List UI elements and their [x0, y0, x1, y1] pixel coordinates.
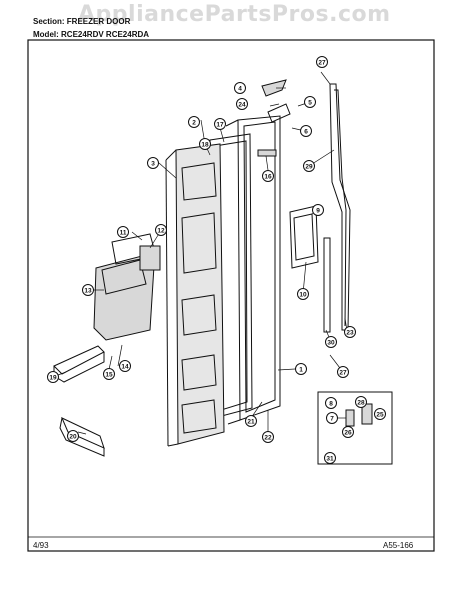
- svg-text:14: 14: [121, 364, 129, 371]
- door-handle: [323, 237, 331, 333]
- callout-group: 1 2 3 4 5 6 9 10 11 12 13 14 15 16 17 18…: [47, 56, 386, 464]
- svg-text:19: 19: [49, 375, 57, 382]
- callout-21: 21: [245, 415, 257, 427]
- model-label: Model:: [33, 30, 59, 39]
- section-value: FREEZER DOOR: [66, 17, 131, 26]
- svg-text:30: 30: [327, 340, 335, 347]
- callout-23: 23: [344, 326, 356, 338]
- ice-chute-cover: [139, 245, 161, 271]
- callout-5: 5: [304, 96, 316, 108]
- callout-3: 3: [147, 157, 159, 169]
- footer-code: A55-166: [383, 541, 414, 550]
- svg-text:16: 16: [264, 174, 272, 181]
- svg-text:21: 21: [247, 419, 255, 426]
- svg-text:12: 12: [157, 228, 165, 235]
- callout-28: 28: [355, 396, 367, 408]
- model-line: Model: RCE24RDV RCE24RDA: [33, 30, 149, 39]
- liner-shelf-5: [181, 399, 217, 434]
- door-outer-panel-inner-edge: [243, 121, 276, 413]
- svg-text:26: 26: [344, 430, 352, 437]
- liner-shelf-1: [181, 162, 217, 201]
- section-line: Section: FREEZER DOOR: [33, 17, 130, 26]
- callout-1: 1: [295, 363, 307, 375]
- footer-date: 4/93: [33, 541, 49, 550]
- svg-text:20: 20: [69, 434, 77, 441]
- liner-shelf-3: [181, 294, 217, 336]
- svg-text:27: 27: [318, 60, 326, 67]
- svg-text:23: 23: [346, 330, 354, 337]
- svg-text:15: 15: [105, 372, 113, 379]
- callout-17: 17: [214, 118, 226, 130]
- handle-trim: [329, 83, 351, 331]
- callout-13: 13: [82, 284, 94, 296]
- callout-27b: 27: [337, 366, 349, 378]
- svg-text:22: 22: [264, 435, 272, 442]
- svg-text:7: 7: [330, 416, 334, 423]
- callout-24: 24: [236, 98, 248, 110]
- callout-11: 11: [117, 226, 129, 238]
- hinge-pin-block: [257, 149, 277, 157]
- svg-text:8: 8: [329, 401, 333, 408]
- callout-19: 19: [47, 371, 59, 383]
- callout-31: 31: [324, 452, 336, 464]
- svg-text:28: 28: [357, 400, 365, 407]
- svg-text:18: 18: [201, 142, 209, 149]
- door-outer-panel: [237, 115, 281, 421]
- callout-27a: 27: [316, 56, 328, 68]
- section-label: Section:: [33, 17, 65, 26]
- svg-text:29: 29: [305, 164, 313, 171]
- model-value: RCE24RDV RCE24RDA: [61, 30, 150, 39]
- callout-18: 18: [199, 138, 211, 150]
- callout-14: 14: [119, 360, 131, 372]
- svg-text:24: 24: [238, 102, 246, 109]
- callout-6: 6: [300, 125, 312, 137]
- callout-22: 22: [262, 431, 274, 443]
- svg-text:6: 6: [304, 129, 308, 136]
- svg-text:5: 5: [308, 100, 312, 107]
- callout-8a: 8: [325, 397, 337, 409]
- svg-text:9: 9: [316, 208, 320, 215]
- callout-12: 12: [155, 224, 167, 236]
- top-hinge-cap: [261, 79, 287, 97]
- detail-hinge: [361, 403, 373, 425]
- callout-20: 20: [67, 430, 79, 442]
- callout-15: 15: [103, 368, 115, 380]
- hinge-bracket: [289, 205, 319, 269]
- hinge-detail-inset: [317, 391, 393, 465]
- callout-25: 25: [374, 408, 386, 420]
- liner-shelf-2: [181, 212, 217, 274]
- svg-text:2: 2: [192, 120, 196, 127]
- hinge-plate: [267, 103, 291, 123]
- svg-text:10: 10: [299, 292, 307, 299]
- callout-4: 4: [234, 82, 246, 94]
- watermark: AppliancePartsPros.com: [78, 2, 391, 27]
- callout-26: 26: [342, 426, 354, 438]
- callout-29: 29: [303, 160, 315, 172]
- callout-30: 30: [325, 336, 337, 348]
- door-shelf-bin: [53, 345, 105, 375]
- svg-text:17: 17: [216, 122, 224, 129]
- svg-text:31: 31: [326, 456, 334, 463]
- dispenser-top: [101, 259, 147, 295]
- svg-text:1: 1: [299, 367, 303, 374]
- svg-text:27: 27: [339, 370, 347, 377]
- svg-text:13: 13: [84, 288, 92, 295]
- callout-7: 7: [326, 412, 338, 424]
- svg-text:25: 25: [376, 412, 384, 419]
- callout-16: 16: [262, 170, 274, 182]
- callout-2: 2: [188, 116, 200, 128]
- svg-text:4: 4: [238, 86, 242, 93]
- callout-9: 9: [312, 204, 324, 216]
- svg-text:3: 3: [151, 161, 155, 168]
- detail-bracket: [345, 409, 355, 427]
- diagram-frame: [27, 39, 435, 552]
- liner-shelf-4: [181, 354, 217, 391]
- svg-text:11: 11: [120, 230, 127, 237]
- callout-10: 10: [297, 288, 309, 300]
